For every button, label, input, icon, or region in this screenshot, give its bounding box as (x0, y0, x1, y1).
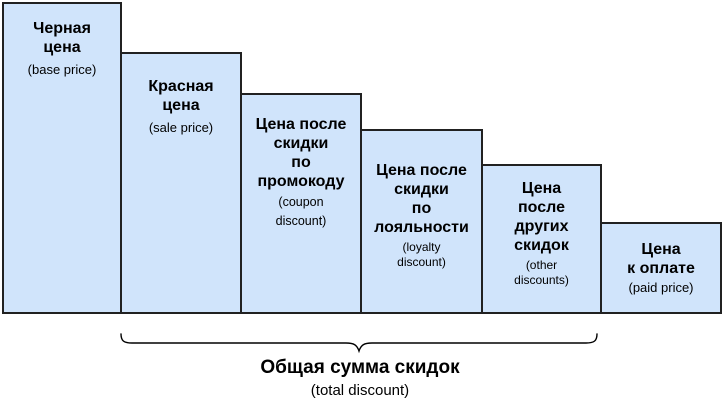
bar-paid-price-subtitle: (paid price) (628, 280, 694, 295)
bar-loyalty-discount-title: Цена после скидки по лояльности (374, 162, 469, 236)
bar-sale-price-title: Красная цена (148, 78, 214, 114)
bar-other-discounts-subtitle: (other discounts) (514, 258, 569, 287)
bar-sale-price-subtitle: (sale price) (148, 120, 214, 135)
total-discount-brace-icon (120, 333, 598, 354)
bar-loyalty-discount-subtitle: (loyalty discount) (397, 240, 446, 269)
bar-coupon-discount-title: Цена после скидки по промокоду (255, 116, 347, 190)
bar-base-price-title: Черная цена (33, 20, 91, 56)
bar-loyalty-discount: Цена после скидки по лояльности (loyalty… (360, 129, 483, 314)
bar-base-price-subtitle: (base price) (27, 62, 97, 77)
bar-paid-price-title: Цена к оплате (627, 241, 695, 277)
bar-base-price: Черная цена (base price) (2, 2, 122, 314)
bar-other-discounts: Цена после других скидок (other discount… (481, 164, 602, 314)
bar-paid-price: Цена к оплате (paid price) (600, 222, 722, 314)
bar-coupon-discount-subtitle: (coupon discount) (275, 195, 327, 228)
bar-sale-price: Красная цена (sale price) (120, 52, 242, 314)
total-discount-label-subtitle: (total discount) (310, 382, 410, 399)
bar-coupon-discount: Цена после скидки по промокоду (coupon d… (240, 93, 362, 314)
total-discount-label: Общая сумма скидок (total discount) (110, 356, 610, 400)
total-discount-label-title: Общая сумма скидок (260, 357, 460, 378)
bar-other-discounts-title: Цена после других скидок (514, 180, 569, 254)
